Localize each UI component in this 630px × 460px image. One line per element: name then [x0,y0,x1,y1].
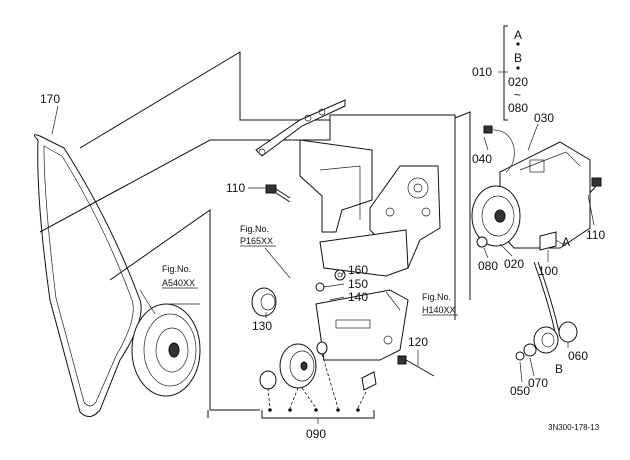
callout-170: 170 [40,92,60,106]
figref-a540-code: A540XX [162,278,195,288]
callout-140: 140 [348,290,368,304]
callout-060: 060 [568,349,588,363]
figref-h140-code: H140XX [422,305,456,315]
callout-020: 020 [504,257,524,271]
callout-090: 090 [306,427,326,441]
callout-150: 150 [348,277,368,291]
callout-110-right: 110 [586,228,605,242]
callout-020-top: 020 [508,75,528,89]
v-belt-170 [34,105,142,417]
callout-100: 100 [538,264,558,278]
variant-tilde: ~ [514,88,521,102]
marker-a: A [562,235,570,249]
leader-lines [139,71,595,383]
figref-a540-title: Fig.No. [162,264,191,274]
callout-030: 030 [534,111,554,125]
variant-to: 080 [508,101,528,115]
figref-h140-title: Fig.No. [422,292,451,302]
figref-p165-title: Fig.No. [240,224,269,234]
variant-bracket [503,25,520,121]
marker-b: B [555,362,563,376]
group-bracket-090 [261,353,375,424]
upper-bracket [255,99,373,233]
clutch-parts [515,321,578,361]
callout-070: 070 [528,376,548,390]
callout-120: 120 [408,335,428,349]
idler-pulley-130 [251,287,277,317]
bolt-120 [397,355,435,377]
callout-010: 010 [472,65,492,79]
callout-110-left: 110 [226,181,245,195]
bolt-110-left [265,184,291,203]
crank-pulley [131,303,201,397]
callout-130: 130 [252,319,272,333]
callout-160: 160 [348,263,368,277]
washers-150-160 [315,269,346,292]
drawing-number: 3N300-178-13 [548,423,600,432]
callout-050: 050 [510,384,530,398]
idler-pulley-090 [259,341,377,391]
callout-080: 080 [478,259,498,273]
compressor-bracket [319,165,441,277]
variant-a: A [514,28,522,42]
variant-b: B [514,51,522,65]
figref-p165-code: P165XX [240,236,273,246]
compressor-assembly [471,125,591,337]
panel-outlines [39,51,471,418]
callout-040: 040 [472,152,492,166]
